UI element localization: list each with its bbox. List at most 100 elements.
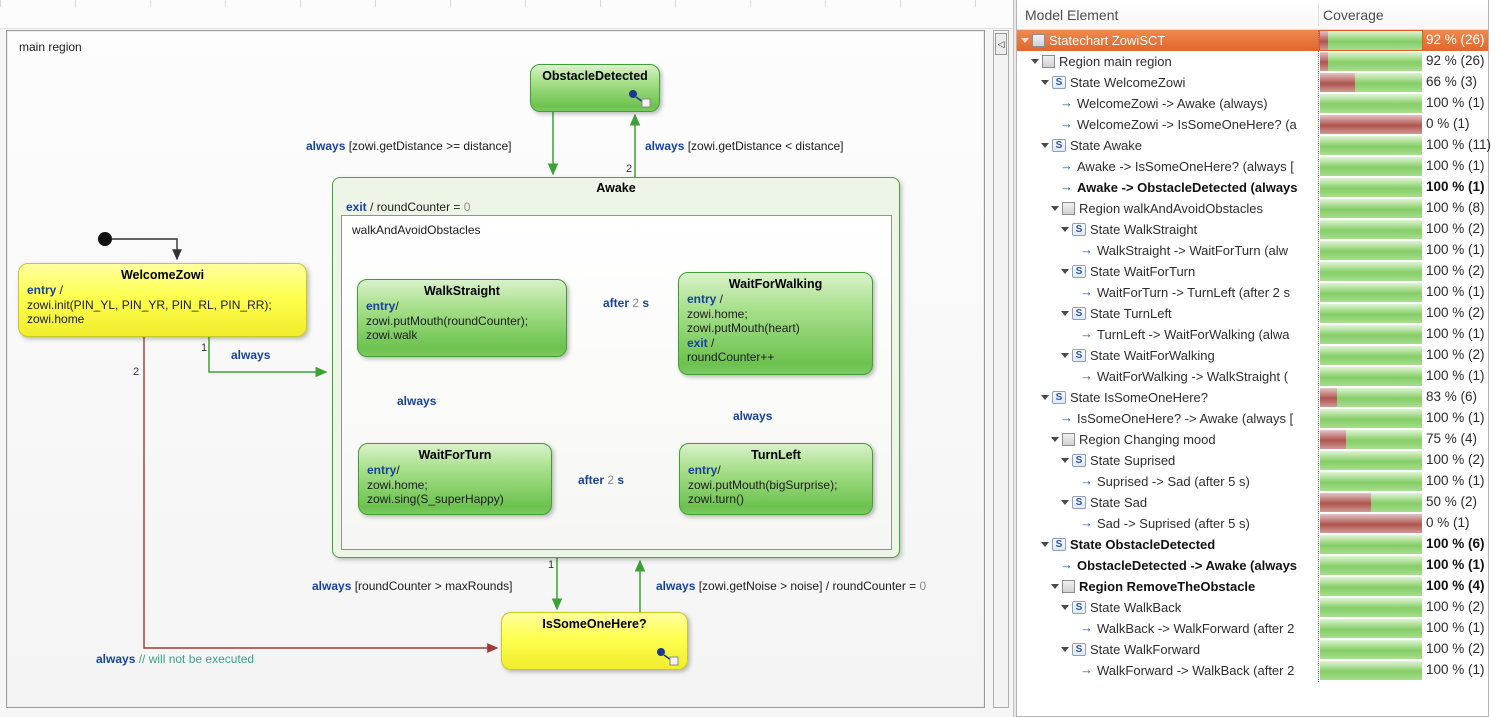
coverage-bar-covered [1320,535,1422,554]
state-welcomezowi[interactable]: WelcomeZowi entry /zowi.init(PIN_YL, PIN… [18,263,307,337]
state-waitforturn[interactable]: WaitForTurn entry/zowi.home;zowi.sing(S_… [358,443,552,515]
state-actions: entry/zowi.home;zowi.sing(S_superHappy) [367,463,504,506]
coverage-percent: 100 % (1) [1426,158,1485,173]
expander-icon[interactable] [1061,311,1069,316]
column-header-model-element[interactable]: Model Element [1025,7,1119,23]
state-icon: S [1072,265,1086,278]
expander-icon[interactable] [1041,395,1049,400]
expander-icon[interactable] [1041,542,1049,547]
expander-icon[interactable] [1041,143,1049,148]
coverage-percent: 100 % (11) [1426,137,1492,152]
panel-splitter[interactable] [1013,0,1016,717]
composite-indicator-icon [629,90,651,108]
coverage-bar [1320,409,1422,428]
row-label: Awake -> ObstacleDetected (always [1077,180,1298,195]
coverage-row[interactable]: →WelcomeZowi -> Awake (always)100 % (1) [1017,93,1488,114]
row-label-area: →WelcomeZowi -> Awake (always) [1017,93,1317,114]
expander-icon[interactable] [1051,584,1059,589]
coverage-bar [1320,346,1422,365]
state-waitforwalking[interactable]: WaitForWalking entry /zowi.home;zowi.put… [678,272,873,375]
column-header-coverage[interactable]: Coverage [1323,7,1384,23]
coverage-bar-covered [1320,199,1422,218]
expander-icon[interactable] [1061,227,1069,232]
state-icon: S [1072,454,1086,467]
expander-icon[interactable] [1061,605,1069,610]
row-label: State IsSomeOneHere? [1070,390,1209,405]
coverage-bar [1320,535,1422,554]
expander-icon[interactable] [1031,59,1039,64]
state-turnleft[interactable]: TurnLeft entry/zowi.putMouth(bigSurprise… [679,443,873,515]
transition-label-not-executed: always // will not be executed [96,652,255,666]
row-label: State ObstacleDetected [1070,537,1216,552]
state-walkstraight[interactable]: WalkStraight entry/zowi.putMouth(roundCo… [357,279,567,357]
expander-icon[interactable] [1021,38,1029,43]
transition-icon: → [1080,473,1093,488]
transition-label-always-down: always [397,394,437,408]
state-actions: entry /zowi.home;zowi.putMouth(heart)exi… [687,292,800,364]
row-label: State WalkForward [1090,642,1201,657]
row-label: Awake -> IsSomeOneHere? (always [ [1077,159,1294,174]
row-label: Sad -> Suprised (after 5 s) [1097,516,1250,531]
transition-label-distance-ge: always [zowi.getDistance >= distance] [306,139,512,153]
coverage-percent: 100 % (2) [1426,641,1485,656]
expander-icon[interactable] [1051,437,1059,442]
coverage-percent: 66 % (3) [1426,74,1478,89]
expander-icon[interactable] [1061,458,1069,463]
expander-icon[interactable] [1061,269,1069,274]
row-label: State WaitForWalking [1090,348,1215,363]
coverage-bar-covered [1320,472,1422,491]
expander-icon[interactable] [1051,206,1059,211]
coverage-bar-covered [1320,409,1422,428]
state-issomeonehere[interactable]: IsSomeOneHere? [501,612,688,670]
column-divider[interactable] [1318,4,1319,26]
transition-priority: 1 [548,559,555,571]
coverage-row[interactable]: →Sad -> Suprised (after 5 s)0 % (1) [1017,513,1488,534]
coverage-row[interactable]: →Awake -> IsSomeOneHere? (always [100 % … [1017,156,1488,177]
collapse-palette-button[interactable]: ◁ [995,33,1007,55]
coverage-row[interactable]: →Suprised -> Sad (after 5 s)100 % (1) [1017,471,1488,492]
initial-state-node[interactable] [98,232,112,246]
coverage-row[interactable]: →IsSomeOneHere? -> Awake (always [100 % … [1017,408,1488,429]
coverage-bar [1320,157,1422,176]
region-icon [1042,55,1055,68]
coverage-bar-covered [1320,577,1422,596]
row-label: Region RemoveTheObstacle [1079,579,1256,594]
row-label: TurnLeft -> WaitForWalking (alwa [1097,327,1290,342]
expander-icon[interactable] [1061,647,1069,652]
expander-icon[interactable] [1041,80,1049,85]
coverage-row[interactable]: →WaitForWalking -> WalkStraight (100 % (… [1017,366,1488,387]
expander-icon[interactable] [1061,500,1069,505]
row-label-area: Region Changing mood [1017,429,1317,450]
state-obstacledetected[interactable]: ObstacleDetected [530,64,660,112]
row-label-area: →Awake -> ObstacleDetected (always [1017,177,1317,198]
expander-icon[interactable] [1061,353,1069,358]
coverage-bar [1320,388,1422,407]
state-icon: S [1052,139,1066,152]
